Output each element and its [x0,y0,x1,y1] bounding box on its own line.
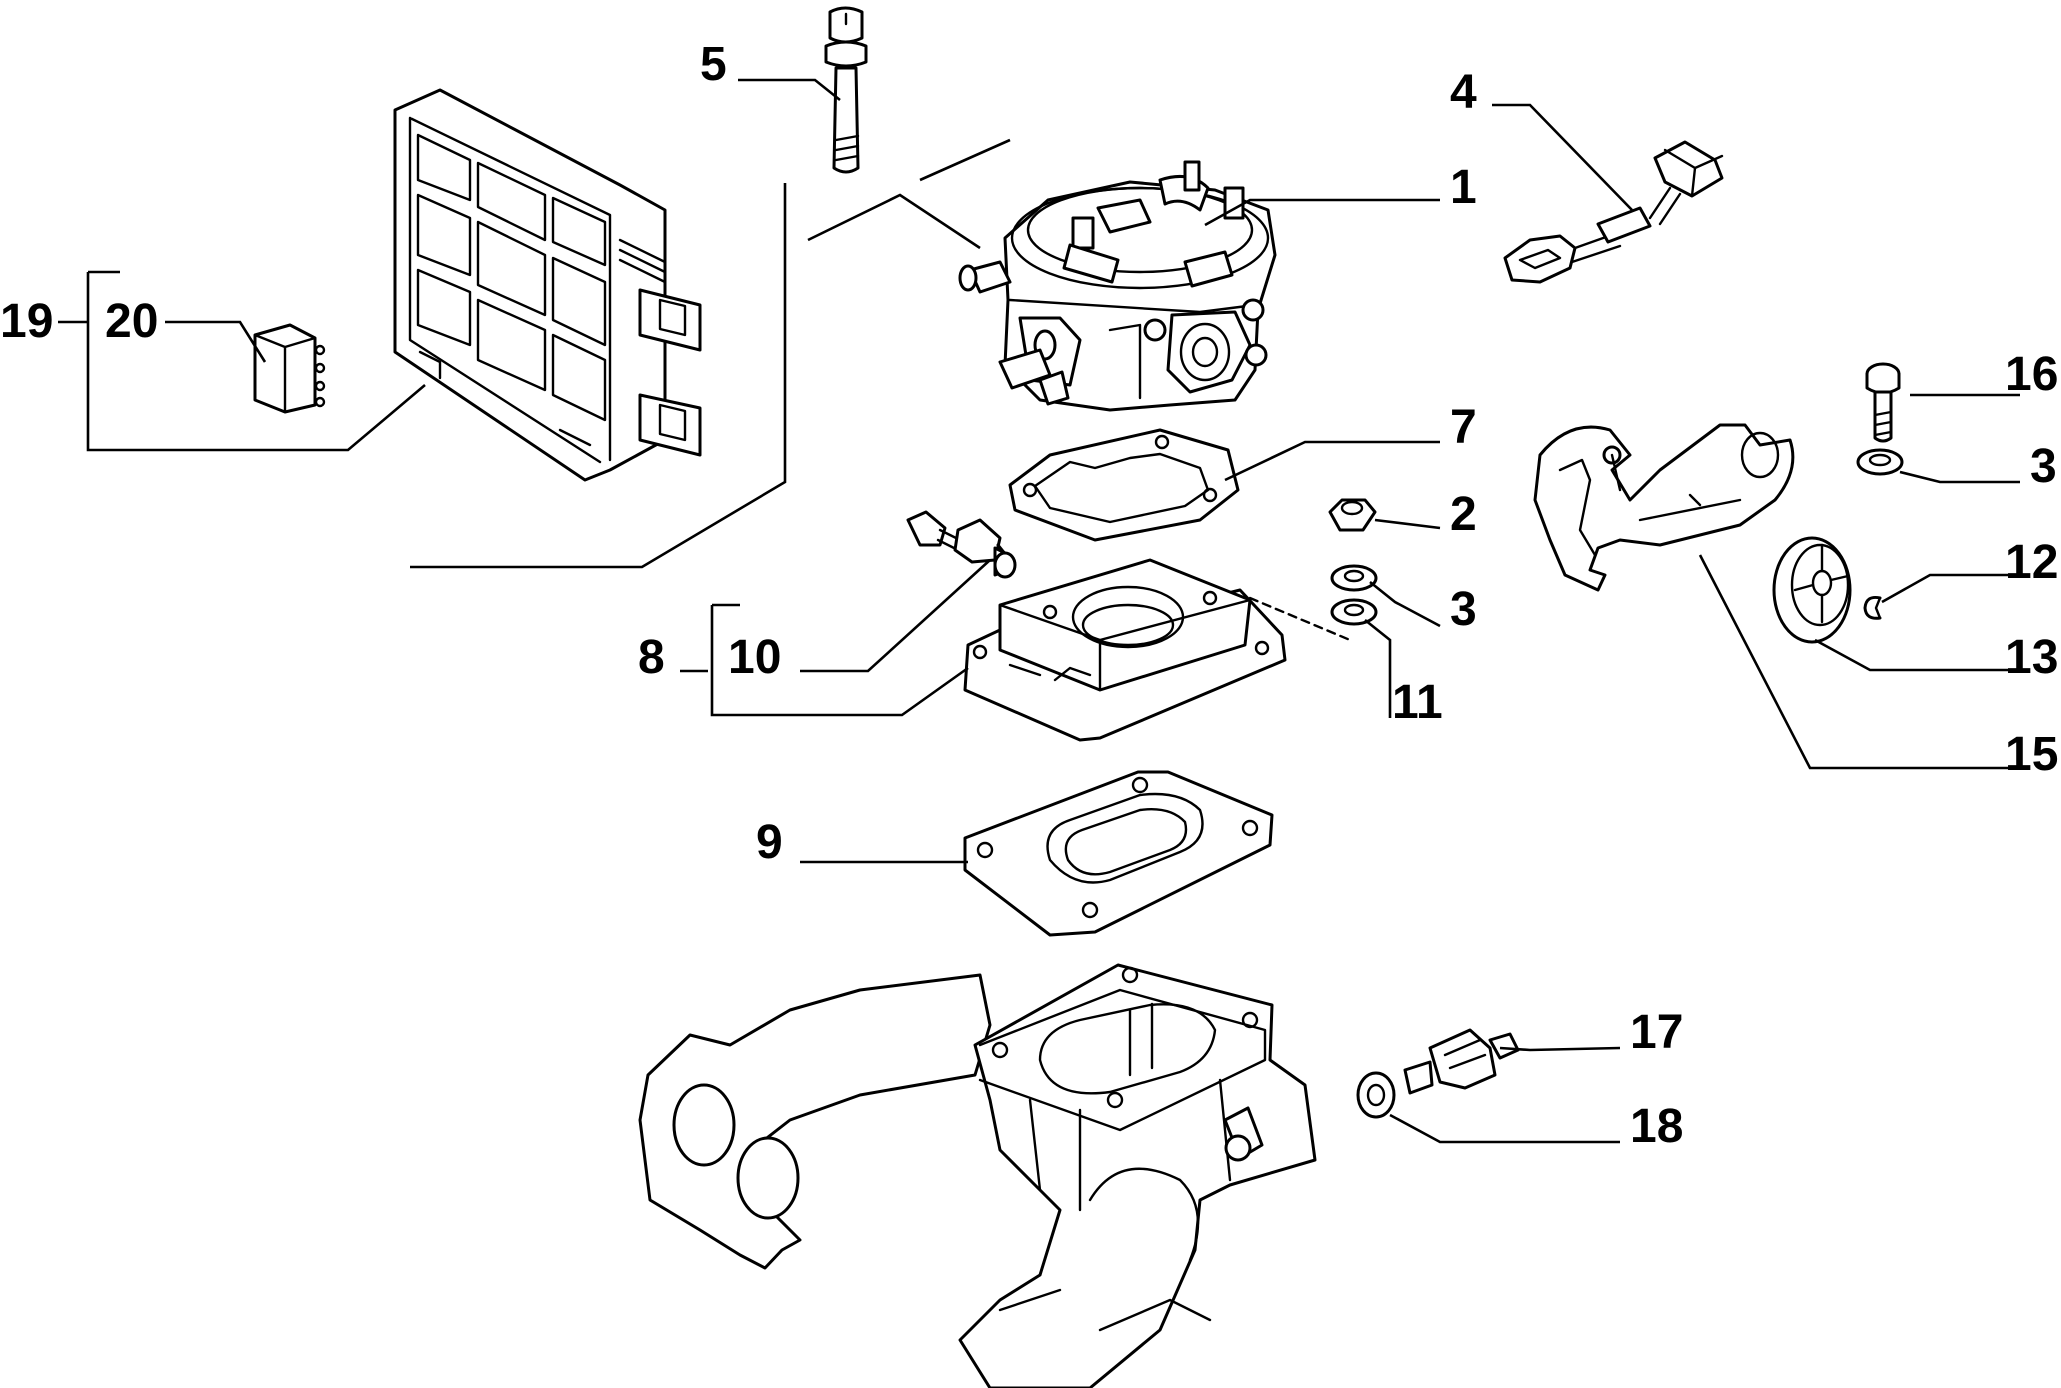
washer-upper [1330,564,1378,592]
callout-4: 4 [1450,66,1477,119]
throttle-body [958,160,1277,412]
callout-8: 8 [638,631,665,684]
callout-20: 20 [105,295,158,348]
gasket-upper [1008,428,1240,542]
spacer-insulator [963,558,1352,742]
sealing-washer [1356,1071,1396,1119]
relay [253,323,326,414]
callout-5: 5 [700,38,727,91]
temperature-sensor [1403,1028,1520,1095]
callout-19: 19 [0,295,53,348]
pulley [1772,536,1852,644]
callout-17: 17 [1630,1006,1683,1059]
callout-3: 3 [2030,440,2057,493]
callout-3: 3 [1450,583,1477,636]
cable-bracket [1533,423,1795,592]
callout-12: 12 [2005,536,2058,589]
stud-fitting [906,510,1017,579]
intake-manifold [638,963,1317,1388]
bracket-bolt [1865,362,1901,443]
group-separator [410,138,1011,569]
washer-lower [1330,598,1378,626]
callout-16: 16 [2005,348,2058,401]
callout-numbers: 1 2 3 3 4 5 7 8 9 10 11 12 13 15 16 17 1… [0,38,2058,1153]
callout-7: 7 [1450,401,1477,454]
callout-9: 9 [756,816,783,869]
retaining-clip [1863,596,1882,620]
callout-11: 11 [1392,676,1443,729]
callout-1: 1 [1450,161,1477,214]
ecu-control-unit [393,88,702,482]
gasket-lower [963,770,1274,937]
callout-10: 10 [728,631,781,684]
leader-lines [58,78,2020,1144]
callout-2: 2 [1450,488,1477,541]
callout-13: 13 [2005,631,2058,684]
bracket-washer [1856,448,1904,476]
callout-15: 15 [2005,728,2058,781]
nut [1328,498,1377,532]
bolt [824,6,868,174]
connector-harness [1503,140,1724,284]
callout-18: 18 [1630,1100,1683,1153]
